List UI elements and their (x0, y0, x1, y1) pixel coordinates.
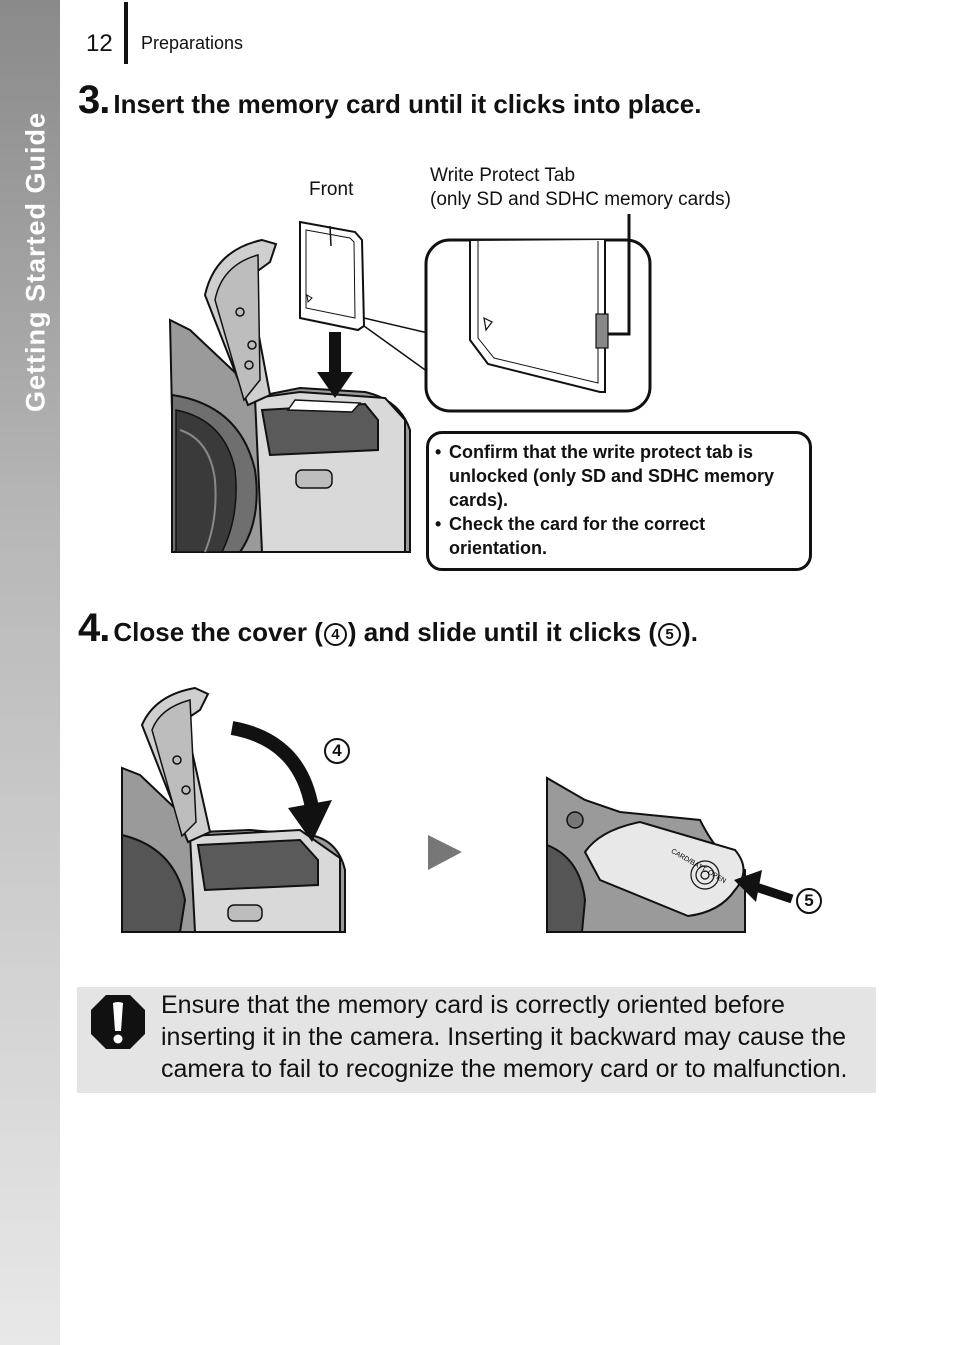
step-3-title: Insert the memory card until it clicks i… (113, 89, 702, 119)
caution-box: Ensure that the memory card is correctly… (77, 987, 876, 1093)
side-tab: Getting Started Guide (0, 0, 60, 1345)
step-badge-5: 5 (796, 888, 822, 914)
caution-text: Ensure that the memory card is correctly… (161, 991, 848, 1083)
step-marker-4: 4 (323, 623, 347, 646)
close-cover-illustration: CARD/BATT. OPEN (121, 686, 794, 933)
step-3-heading: 3. Insert the memory card until it click… (78, 78, 701, 123)
next-step-arrow (428, 835, 462, 870)
label-write-protect-note: (only SD and SDHC memory cards) (430, 189, 731, 210)
label-front: Front (309, 179, 354, 200)
step-4-title: Close the cover (4) and slide until it c… (113, 617, 698, 648)
step-4-number: 4. (78, 606, 110, 650)
page-number: 12 (86, 30, 113, 57)
callout-bullet: • Confirm that the write protect tab is … (435, 440, 801, 512)
step-marker-5: 5 (658, 623, 682, 646)
caution-icon (91, 995, 145, 1049)
step-4-title-part: Close the cover ( (113, 617, 323, 647)
label-write-protect-tab: Write Protect Tab (430, 165, 576, 186)
step-4-heading: 4. Close the cover (4) and slide until i… (78, 606, 698, 651)
step-4-title-part: ). (682, 617, 698, 647)
header-divider (124, 2, 128, 64)
callout-box: • Confirm that the write protect tab is … (426, 431, 812, 571)
callout-bullet: • Check the card for the correct orienta… (435, 512, 801, 560)
section-name: Preparations (141, 33, 244, 53)
callout-bullet-text: Confirm that the write protect tab is un… (449, 442, 775, 510)
step-4-title-part: ) and slide until it clicks ( (347, 617, 658, 647)
step-badge-4: 4 (324, 738, 350, 764)
callout-bullet-text: Check the card for the correct orientati… (449, 514, 706, 558)
card-insertion-illustration (168, 214, 652, 553)
step-3-number: 3. (78, 78, 110, 122)
